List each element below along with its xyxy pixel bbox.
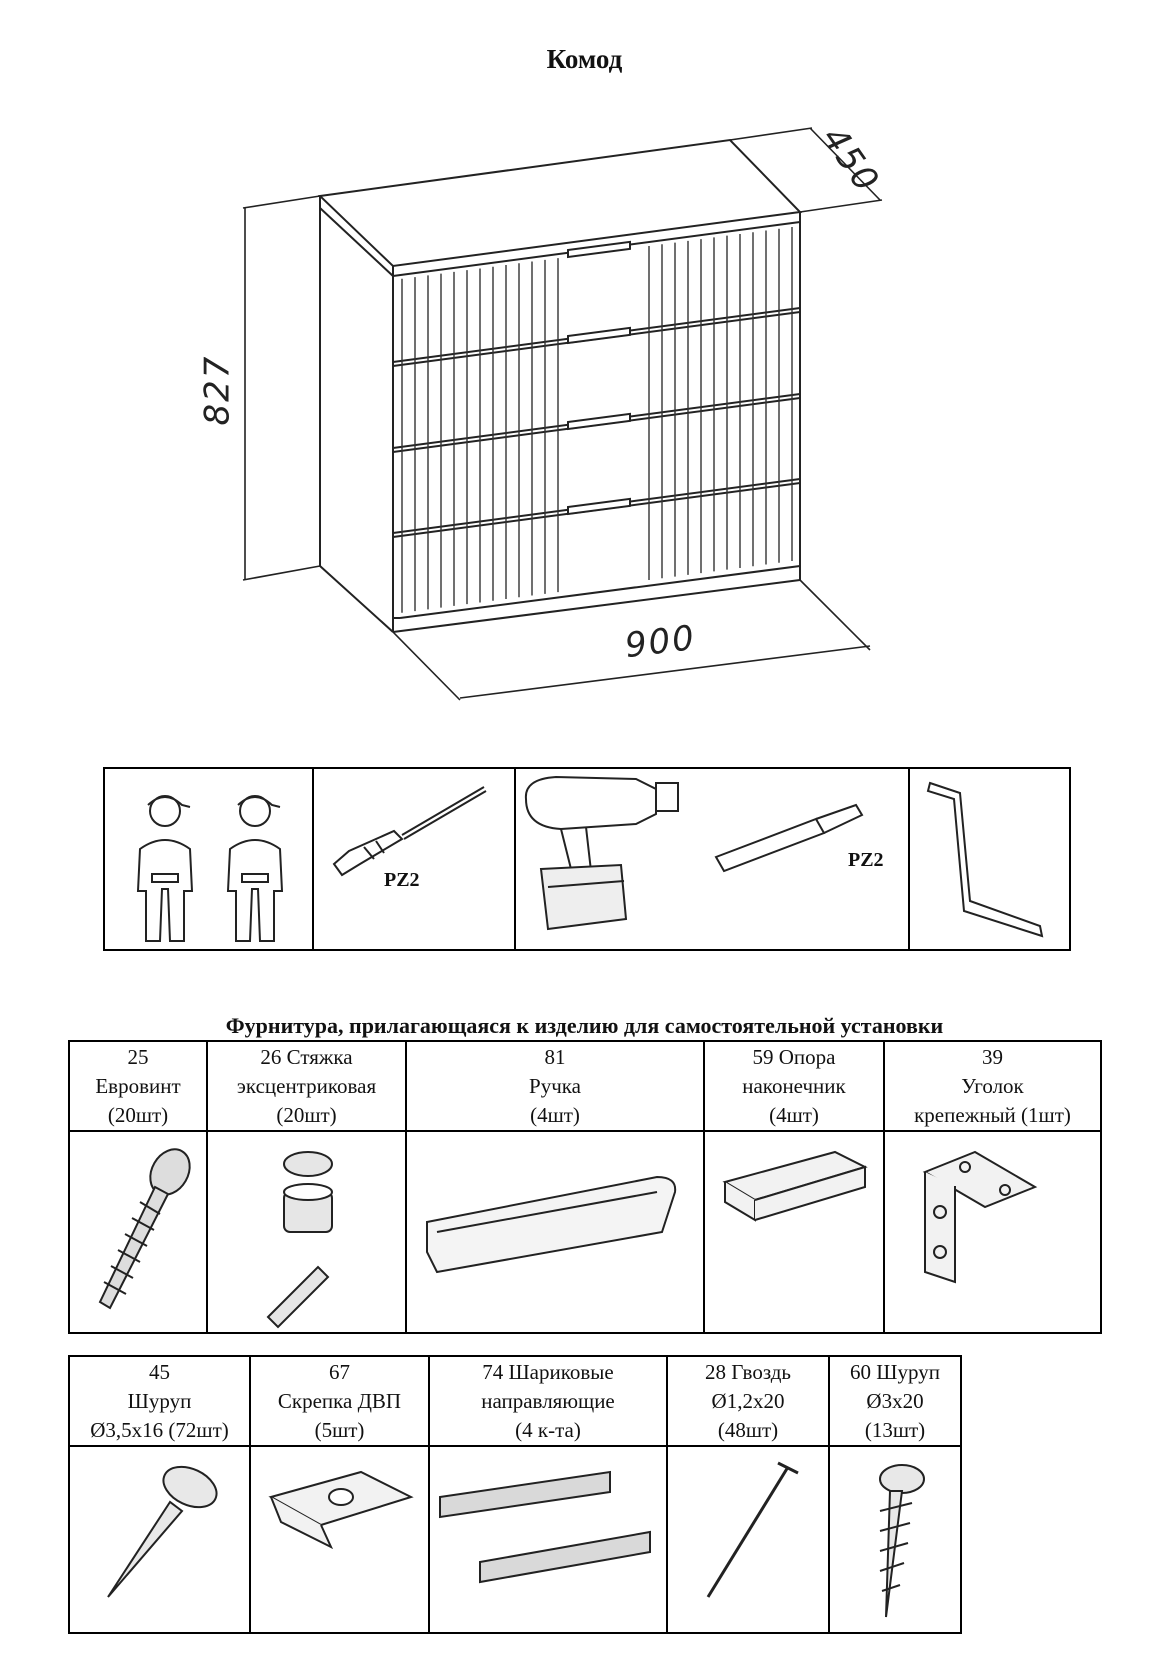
cam-lock-icon [266,1151,333,1329]
hardware-image-cell [68,1445,251,1634]
handle-icon [426,1175,677,1274]
mounting-bracket-icon [922,1150,1038,1284]
height-dimension: 827 [197,354,238,426]
tools-hexkey-cell [908,767,1071,951]
tools-people-cell [103,767,314,951]
width-dimension: 900 [622,617,699,667]
fiberboard-clip-icon [268,1470,414,1550]
hardware-image-cell [666,1445,830,1634]
hardware-image-cell [828,1445,962,1634]
dresser-drawing [242,127,883,701]
support-tip-icon [722,1150,868,1222]
ball-bearing-slides-icon [439,1470,651,1584]
hardware-image-cell [405,1130,705,1334]
eurobolt-icon [98,1148,191,1310]
screwdriver-icon [332,786,487,877]
hardware-image-cell [703,1130,885,1334]
hardware-image-cell [68,1130,208,1334]
page-title: Комод [546,44,623,74]
cordless-drill-icon [524,775,679,931]
hardware-image-cell [428,1445,668,1634]
screwdriver-bit-label: PZ2 [384,869,420,891]
hardware-image-cell [206,1130,407,1334]
tools-drill-cell: PZ2 [514,767,910,951]
screw-icon [879,1464,925,1618]
tools-table: PZ2 PZ2 [103,767,1071,951]
drill-bit-label: PZ2 [848,849,884,871]
drill-bit-icon [714,803,864,873]
hex-key-icon [926,781,1044,938]
nail-icon [706,1461,799,1598]
tools-screwdriver-cell: PZ2 [312,767,516,951]
hardware-heading: Фурнитура, прилагающаяся к изделию для с… [225,1013,944,1038]
worker-icon [136,795,284,942]
screw-icon [107,1465,218,1598]
hardware-image-cell [883,1130,1102,1334]
hardware-image-cell [249,1445,430,1634]
